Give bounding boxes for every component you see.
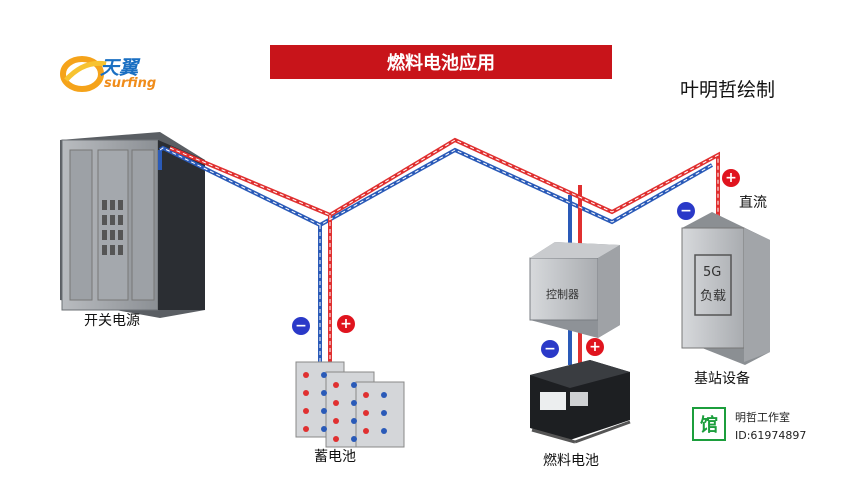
- studio-name: 明哲工作室: [735, 411, 790, 424]
- logo-swoosh-icon: [60, 56, 107, 92]
- fuel-cell-negative-sign: −: [541, 340, 559, 358]
- dc-label: 直流: [739, 195, 767, 211]
- fuel-cell-label: 燃料电池: [543, 453, 599, 469]
- load-5g-label: 5G: [703, 265, 722, 280]
- switch-power-label: 开关电源: [84, 313, 140, 329]
- battery-positive-sign: +: [337, 315, 355, 333]
- logo: 天翼 surfing: [60, 50, 170, 95]
- positive-wire: [169, 137, 720, 365]
- page-title: 燃料电池应用: [270, 45, 612, 79]
- battery-label: 蓄电池: [314, 449, 356, 465]
- load-cabinet: [681, 212, 770, 365]
- studio-id: ID:61974897: [735, 429, 807, 442]
- controller-box: [529, 242, 620, 338]
- controller-label: 控制器: [546, 288, 579, 301]
- battery-stack: [295, 361, 405, 448]
- logo-en-text: surfing: [104, 76, 157, 91]
- logo-cn-text: 天翼: [100, 57, 139, 79]
- load-positive-sign: +: [722, 169, 740, 187]
- load-negative-sign: −: [677, 202, 695, 220]
- fuel-cell-positive-sign: +: [586, 338, 604, 356]
- load-text-label: 负载: [700, 289, 727, 304]
- switch-power-cabinet: [60, 132, 205, 318]
- fuel-cell-unit: [530, 360, 631, 444]
- studio-badge: 馆: [692, 407, 726, 441]
- battery-negative-sign: −: [292, 317, 310, 335]
- author-label: 叶明哲绘制: [680, 79, 776, 101]
- base-station-label: 基站设备: [694, 371, 750, 387]
- wire-dash-overlay: [159, 139, 719, 362]
